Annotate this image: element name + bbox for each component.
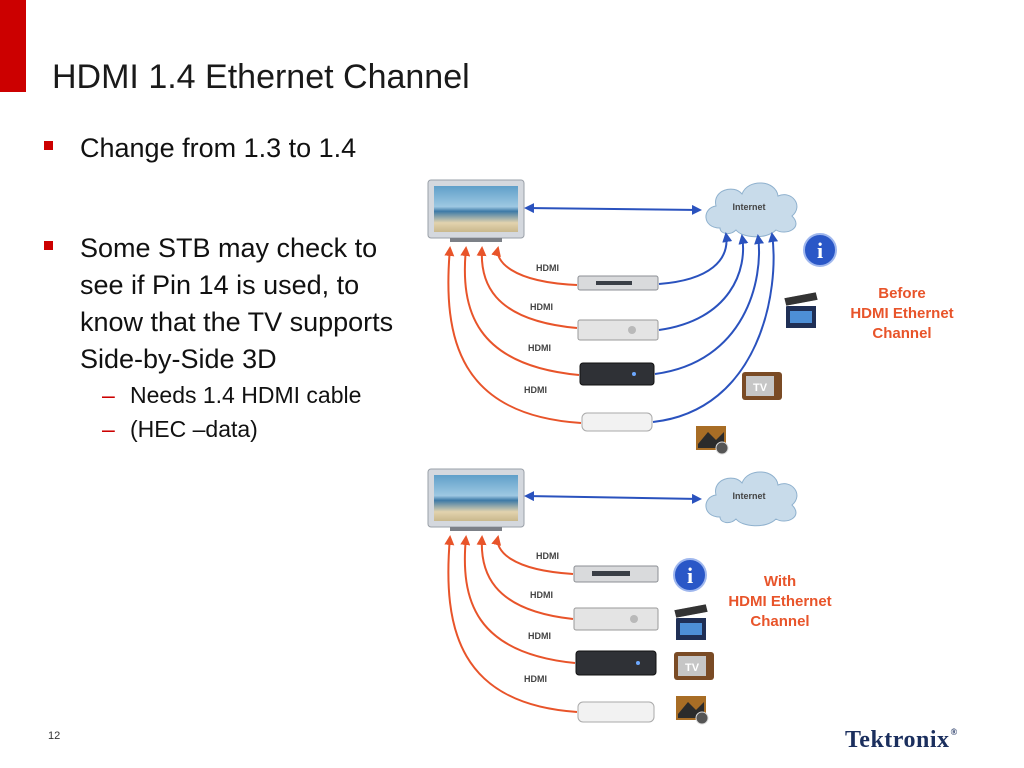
tektronix-logo: Tektronix® bbox=[845, 727, 958, 754]
hdmi-label: HDMI bbox=[536, 551, 559, 561]
before-caption: Before HDMI Ethernet Channel bbox=[840, 284, 964, 344]
svg-text:i: i bbox=[687, 563, 693, 588]
bullet-marker bbox=[44, 241, 53, 250]
cloud-icon: Internet bbox=[705, 471, 798, 527]
caption-line: With bbox=[763, 573, 797, 590]
sub-bullet-text: (HEC –data) bbox=[130, 416, 258, 442]
clapperboard-icon bbox=[673, 603, 709, 640]
before-diagram: Internet HDMI HDMI HDMI HDMI bbox=[427, 179, 837, 455]
with-caption: With HDMI Ethernet Channel bbox=[718, 572, 842, 632]
retro-tv-icon: TV bbox=[742, 372, 782, 400]
hdmi-label: HDMI bbox=[530, 302, 553, 312]
bullet-item: Some STB may check to see if Pin 14 is u… bbox=[44, 230, 424, 378]
logo-text: Tektronix bbox=[845, 727, 950, 753]
slide-number: 12 bbox=[48, 730, 61, 742]
caption-line: Before bbox=[878, 285, 926, 302]
photo-camera-icon bbox=[696, 426, 729, 455]
sub-bullet-item: – (HEC –data) bbox=[44, 412, 424, 446]
sub-bullet-item: – Needs 1.4 HDMI cable bbox=[44, 378, 424, 412]
hdmi-label: HDMI bbox=[536, 263, 559, 273]
media-box-icon bbox=[577, 701, 655, 723]
game-console-icon bbox=[575, 650, 657, 676]
dvd-player-icon bbox=[577, 275, 659, 291]
tv-icon bbox=[427, 179, 525, 242]
with-diagram: Internet HDMI HDMI HDMI HDMI i bbox=[427, 468, 798, 725]
caption-line: Channel bbox=[750, 613, 810, 630]
title-accent-bar bbox=[0, 0, 26, 92]
hdmi-label: HDMI bbox=[528, 343, 551, 353]
bullet-list: Change from 1.3 to 1.4 Some STB may chec… bbox=[44, 130, 424, 446]
av-receiver-icon bbox=[577, 319, 659, 341]
caption-line: HDMI Ethernet bbox=[728, 593, 832, 610]
bullet-text: Some STB may check to see if Pin 14 is u… bbox=[80, 233, 394, 374]
photo-camera-icon bbox=[676, 696, 709, 725]
av-receiver-icon bbox=[573, 607, 659, 631]
game-console-icon bbox=[579, 362, 655, 386]
slide-title: HDMI 1.4 Ethernet Channel bbox=[52, 58, 470, 96]
clapperboard-icon bbox=[783, 291, 819, 328]
bullet-marker bbox=[44, 141, 53, 150]
dvd-player-icon bbox=[573, 565, 659, 583]
sub-bullet-text: Needs 1.4 HDMI cable bbox=[130, 382, 362, 408]
caption-line: Channel bbox=[872, 325, 932, 342]
svg-text:i: i bbox=[817, 238, 823, 263]
info-icon: i bbox=[803, 233, 837, 267]
hdmi-label: HDMI bbox=[524, 385, 547, 395]
cloud-icon: Internet bbox=[705, 182, 798, 238]
cloud-label: Internet bbox=[732, 202, 765, 212]
caption-line: HDMI Ethernet bbox=[850, 305, 954, 322]
hdmi-label: HDMI bbox=[530, 590, 553, 600]
registered-mark: ® bbox=[950, 727, 958, 737]
svg-text:TV: TV bbox=[753, 382, 768, 394]
sub-bullet-marker: – bbox=[102, 382, 115, 408]
hec-diagram: Internet HDMI HDMI HDMI HDMI bbox=[420, 170, 840, 735]
svg-text:TV: TV bbox=[685, 662, 700, 674]
tv-icon bbox=[427, 468, 525, 531]
media-box-icon bbox=[581, 412, 653, 432]
retro-tv-icon: TV bbox=[674, 652, 714, 680]
hdmi-label: HDMI bbox=[524, 674, 547, 684]
sub-bullet-marker: – bbox=[102, 416, 115, 442]
bullet-item: Change from 1.3 to 1.4 bbox=[44, 130, 424, 167]
bullet-text: Change from 1.3 to 1.4 bbox=[80, 133, 357, 163]
info-icon: i bbox=[673, 558, 707, 592]
cloud-label: Internet bbox=[732, 491, 765, 501]
hdmi-label: HDMI bbox=[528, 631, 551, 641]
